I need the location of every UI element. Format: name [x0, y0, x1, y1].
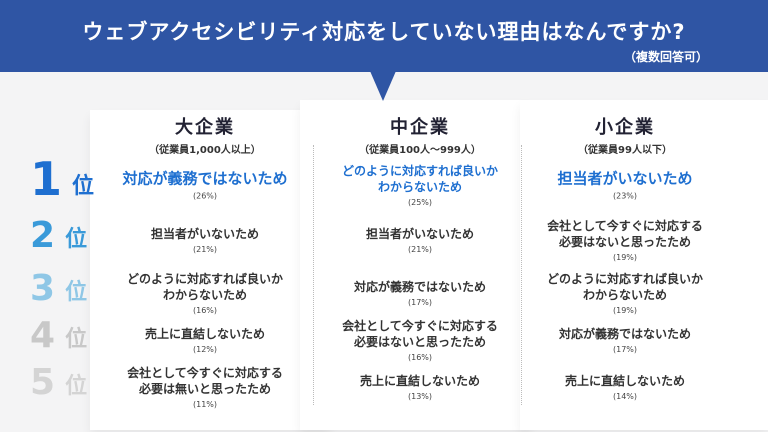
- reason-text: 担当者がいないため: [557, 169, 693, 188]
- reason-percent: (17%): [612, 345, 638, 354]
- reason-percent: (17%): [407, 298, 433, 307]
- reason-percent: (11%): [192, 400, 218, 409]
- reason-percent: (16%): [192, 306, 218, 315]
- column-header: 中企業 （従業員100人〜999人）: [320, 113, 520, 156]
- rank-suffix: 位: [65, 280, 88, 305]
- company-size-range: （従業員99人以下）: [578, 145, 672, 156]
- column-header: 小企業 （従業員99人以下）: [525, 113, 725, 156]
- reason-item: どのように対応すれば良いか わからないため (25%): [318, 163, 523, 207]
- reason-item: どのように対応すれば良いか わからないため (19%): [523, 271, 728, 315]
- rank-number: 2: [30, 215, 56, 256]
- rank-suffix: 位: [65, 227, 88, 252]
- company-size-range: （従業員100人〜999人）: [359, 145, 481, 156]
- column-divider: [313, 145, 314, 405]
- reason-percent: (13%): [407, 392, 433, 401]
- reason-text: 対応が義務ではないため: [558, 327, 691, 341]
- reason-item: 売上に直結しないため (14%): [523, 373, 728, 401]
- reason-text: 売上に直結しないため: [144, 327, 265, 341]
- reason-text: 対応が義務ではないため: [353, 280, 486, 294]
- rank-number: 3: [30, 268, 56, 309]
- reason-text: 会社として今すぐに対応する 必要はないと思ったため: [547, 219, 703, 249]
- reason-text: 担当者がいないため: [365, 227, 474, 241]
- reason-item: 担当者がいないため (23%): [523, 170, 728, 201]
- reason-percent: (12%): [192, 345, 218, 354]
- column-divider: [521, 145, 522, 405]
- bg-panel: [300, 100, 530, 430]
- company-size-range: （従業員1,000人以上）: [149, 145, 261, 156]
- rank-suffix: 位: [65, 327, 88, 352]
- column-header: 大企業 （従業員1,000人以上）: [105, 113, 305, 156]
- bg-panel: [520, 100, 768, 430]
- reason-text: 担当者がいないため: [150, 227, 259, 241]
- reason-text: 売上に直結しないため: [564, 374, 685, 388]
- header-banner: ウェブアクセシビリティ対応をしていない理由はなんですか? （複数回答可）: [0, 0, 768, 72]
- reason-item: 対応が義務ではないため (17%): [318, 279, 523, 307]
- rank-suffix: 位: [72, 174, 95, 199]
- reason-percent: (19%): [612, 253, 638, 262]
- page-subtitle: （複数回答可）: [623, 50, 708, 64]
- reason-percent: (21%): [407, 245, 433, 254]
- reason-text: 会社として今すぐに対応する 必要は無いと思ったため: [127, 366, 283, 396]
- reason-item: 会社として今すぐに対応する 必要は無いと思ったため (11%): [103, 365, 308, 409]
- reason-item: どのように対応すれば良いか わからないため (16%): [103, 271, 308, 315]
- reason-percent: (25%): [407, 198, 433, 207]
- reason-item: 対応が義務ではないため (17%): [523, 326, 728, 354]
- reason-percent: (14%): [612, 392, 638, 401]
- reason-item: 会社として今すぐに対応する 必要はないと思ったため (19%): [523, 218, 728, 262]
- reason-percent: (19%): [612, 306, 638, 315]
- company-size: 中企業: [390, 117, 450, 138]
- reason-percent: (21%): [192, 245, 218, 254]
- rank-number: 1: [30, 152, 63, 206]
- reason-text: 会社として今すぐに対応する 必要はないと思ったため: [342, 319, 498, 349]
- rank-number: 5: [30, 362, 56, 403]
- reason-text: どのように対応すれば良いか わからないため: [126, 272, 283, 302]
- reason-item: 売上に直結しないため (12%): [103, 326, 308, 354]
- reason-percent: (23%): [612, 191, 638, 201]
- company-size: 大企業: [175, 117, 235, 138]
- reason-text: 対応が義務ではないため: [122, 169, 288, 188]
- reason-item: 対応が義務ではないため (26%): [103, 170, 308, 201]
- page-title: ウェブアクセシビリティ対応をしていない理由はなんですか?: [82, 20, 686, 44]
- reason-item: 売上に直結しないため (13%): [318, 373, 523, 401]
- reason-text: どのように対応すれば良いか わからないため: [341, 164, 498, 194]
- rank-suffix: 位: [65, 374, 88, 399]
- reason-item: 会社として今すぐに対応する 必要はないと思ったため (16%): [318, 318, 523, 362]
- reason-item: 担当者がいないため (21%): [318, 226, 523, 254]
- reason-text: 売上に直結しないため: [359, 374, 480, 388]
- reason-percent: (26%): [192, 191, 218, 201]
- rank-number: 4: [30, 315, 56, 356]
- reason-text: どのように対応すれば良いか わからないため: [546, 272, 703, 302]
- reason-item: 担当者がいないため (21%): [103, 226, 308, 254]
- company-size: 小企業: [595, 117, 655, 138]
- bg-panel: [90, 110, 330, 430]
- pointer-triangle: [370, 71, 396, 101]
- reason-percent: (16%): [407, 353, 433, 362]
